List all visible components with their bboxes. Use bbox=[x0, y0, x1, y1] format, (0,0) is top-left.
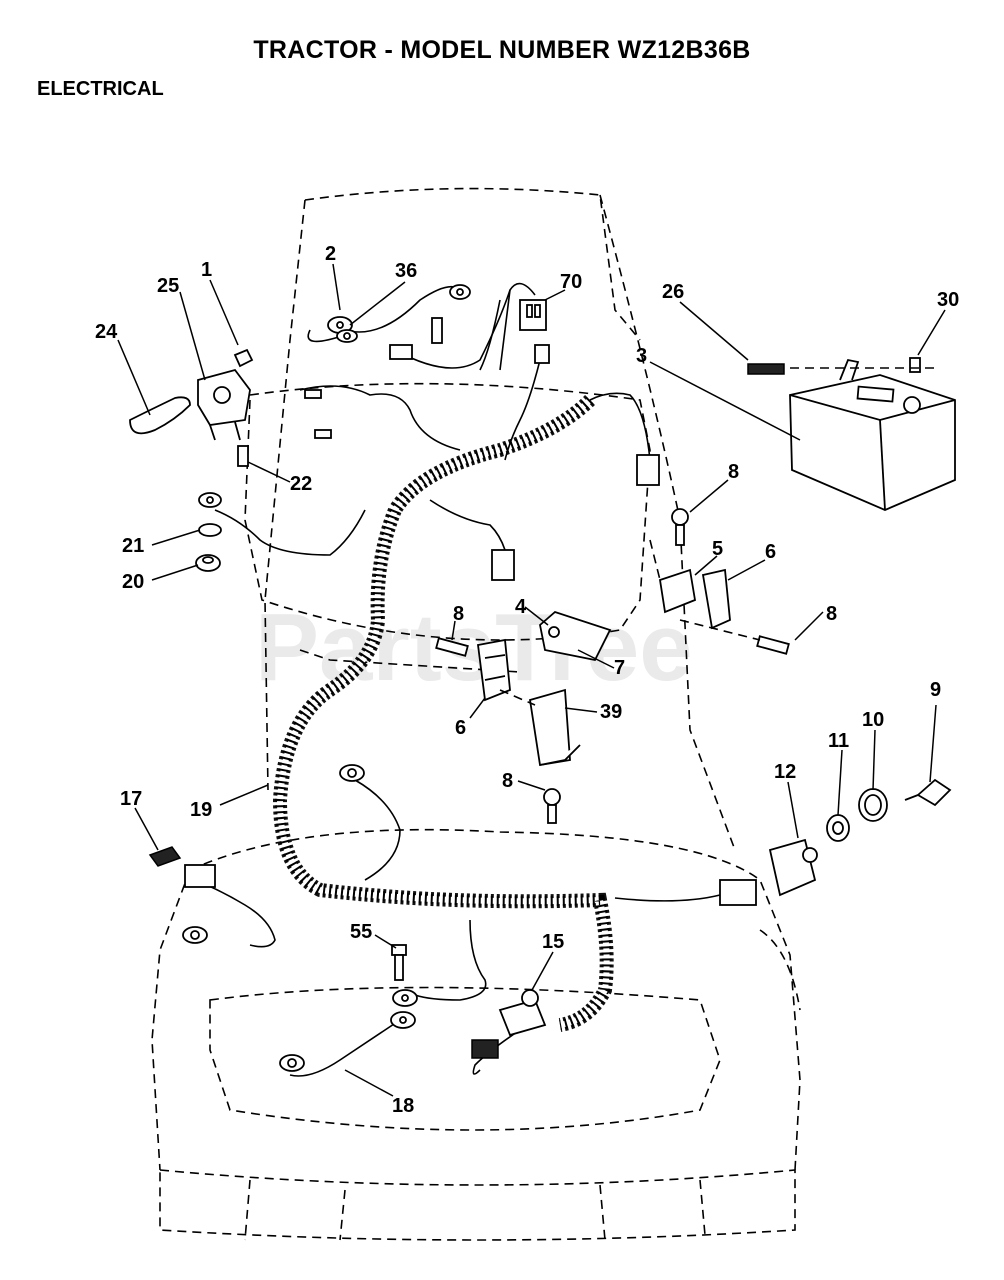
callout-9: 9 bbox=[930, 679, 941, 701]
callout-labels: 1 25 24 2 36 70 26 30 3 22 8 21 20 5 6 8… bbox=[95, 243, 959, 1117]
callout-25: 25 bbox=[157, 275, 179, 297]
callout-70: 70 bbox=[560, 271, 582, 293]
leader-lines bbox=[117, 263, 946, 1097]
callout-8d: 8 bbox=[502, 770, 513, 792]
callout-26: 26 bbox=[662, 281, 684, 303]
callout-24: 24 bbox=[95, 321, 118, 343]
callout-18: 18 bbox=[392, 1095, 414, 1117]
callout-55: 55 bbox=[350, 921, 372, 943]
callout-5: 5 bbox=[712, 538, 723, 560]
callout-30: 30 bbox=[937, 289, 959, 311]
callout-1: 1 bbox=[201, 259, 212, 281]
callout-8c: 8 bbox=[826, 603, 837, 625]
tractor-outline bbox=[151, 187, 801, 1241]
watermark: PartsTree bbox=[255, 594, 693, 701]
callout-19: 19 bbox=[190, 799, 212, 821]
page-title: TRACTOR - MODEL NUMBER WZ12B36B bbox=[253, 36, 751, 64]
callout-39: 39 bbox=[600, 701, 622, 723]
callout-8b: 8 bbox=[453, 603, 464, 625]
ignition-parts bbox=[768, 778, 952, 897]
callout-17: 17 bbox=[120, 788, 142, 810]
callout-6b: 6 bbox=[455, 717, 466, 739]
solenoid-assembly bbox=[129, 348, 254, 572]
callout-3: 3 bbox=[636, 345, 647, 367]
callout-20: 20 bbox=[122, 571, 144, 593]
callout-11: 11 bbox=[828, 730, 849, 752]
callout-10: 10 bbox=[862, 709, 884, 731]
callout-4: 4 bbox=[515, 596, 527, 618]
callout-2: 2 bbox=[325, 243, 336, 265]
battery bbox=[747, 357, 956, 511]
callout-7: 7 bbox=[614, 657, 625, 679]
callout-12: 12 bbox=[774, 761, 796, 783]
callout-21: 21 bbox=[122, 535, 144, 557]
callout-36: 36 bbox=[395, 260, 417, 282]
callout-6a: 6 bbox=[765, 541, 776, 563]
ring-terminals bbox=[182, 284, 471, 1072]
callout-8a: 8 bbox=[728, 461, 739, 483]
callout-22: 22 bbox=[290, 473, 312, 495]
misc-parts bbox=[148, 846, 547, 1037]
connectors bbox=[184, 299, 757, 1059]
harness-wires bbox=[194, 282, 721, 1077]
coiled-harness bbox=[272, 394, 614, 1032]
section-title: ELECTRICAL bbox=[37, 78, 164, 100]
brackets bbox=[435, 508, 790, 824]
callout-15: 15 bbox=[542, 931, 564, 953]
